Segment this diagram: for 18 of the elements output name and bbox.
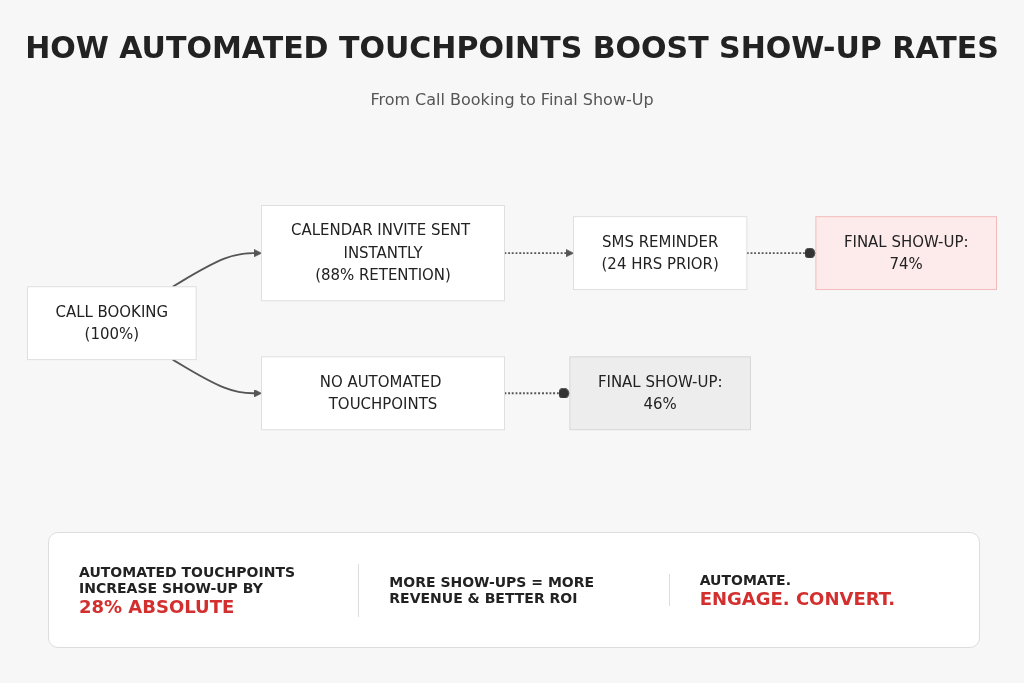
summary-text: AUTOMATE. xyxy=(699,571,792,588)
node-box: CALENDAR INVITE SENT INSTANTLY (88% RETENTION) xyxy=(261,204,505,302)
highlight-text: ENGAGE. CONVERT. xyxy=(699,587,897,609)
highlight-text: 28% ABSOLUTE xyxy=(79,595,236,617)
node-box: SMS REMINDER (24 HRS PRIOR) xyxy=(573,216,748,290)
title: HOW AUTOMATED TOUCHPOINTS BOOST SHOW-UP RATES xyxy=(24,30,1000,65)
node-box: NO AUTOMATED TOUCHPOINTS xyxy=(261,356,505,431)
node-box: CALL BOOKING (100%) xyxy=(27,286,197,360)
arrow xyxy=(503,248,574,258)
arrow xyxy=(171,248,262,288)
connector xyxy=(745,247,817,259)
arrow xyxy=(171,358,262,398)
summary-text: AUTOMATED TOUCHPOINTS INCREASE SHOW-UP BY xyxy=(79,563,297,596)
connector xyxy=(503,387,571,399)
subtitle: From Call Booking to Final Show-Up xyxy=(369,90,655,109)
node-box: FINAL SHOW-UP: 46% xyxy=(569,356,751,431)
summary-text: MORE SHOW-UPS = MORE REVENUE & BETTER ROI xyxy=(389,574,596,606)
node-box: FINAL SHOW-UP: 74% xyxy=(815,216,997,290)
